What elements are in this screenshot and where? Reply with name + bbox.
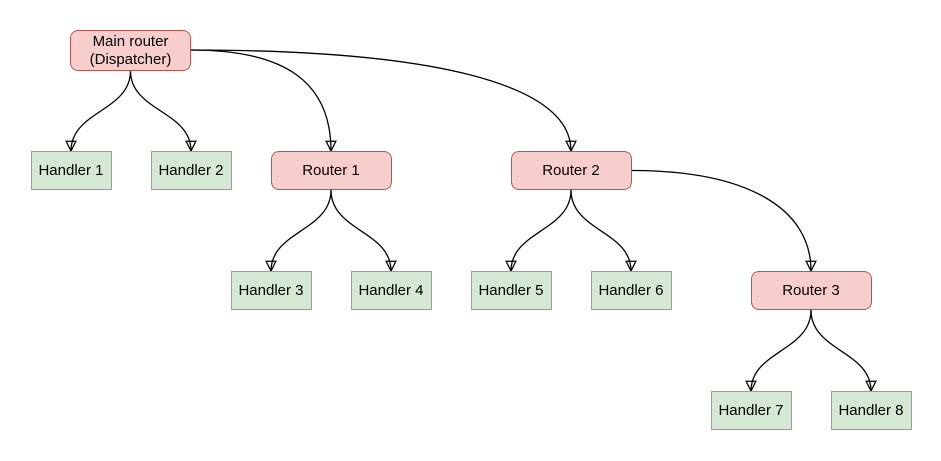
node-label: Router 3	[782, 281, 840, 299]
node-label-line: Main router	[92, 32, 169, 50]
node-handler-2: Handler 2	[150, 151, 232, 190]
node-handler-1: Handler 1	[30, 151, 112, 190]
node-main-router: Main router (Dispatcher)	[70, 30, 191, 71]
node-label: Handler 7	[718, 401, 784, 419]
edge-router-1-to-handler-3	[271, 189, 332, 271]
edge-main-router-to-handler-2	[129, 70, 192, 151]
node-handler-4: Handler 4	[350, 271, 432, 310]
node-handler-8: Handler 8	[830, 391, 912, 430]
edge-main-router-to-router-1	[190, 49, 331, 151]
node-label: Router 1	[302, 161, 360, 179]
node-label: Handler 5	[478, 281, 544, 299]
node-label: Handler 3	[238, 281, 304, 299]
node-label: Handler 2	[158, 161, 224, 179]
node-router-1: Router 1	[270, 151, 392, 190]
node-label: Handler 4	[358, 281, 424, 299]
node-router-2: Router 2	[510, 151, 632, 190]
edge-router-2-to-handler-6	[570, 189, 631, 271]
node-handler-6: Handler 6	[590, 271, 672, 310]
edge-main-router-to-handler-1	[71, 70, 132, 151]
edge-router-1-to-handler-4	[330, 189, 391, 271]
node-handler-5: Handler 5	[470, 271, 552, 310]
edge-router-2-to-handler-5	[511, 189, 572, 271]
edge-router-3-to-handler-7	[751, 309, 812, 391]
node-label: Router 2	[542, 161, 600, 179]
node-label-line: (Dispatcher)	[89, 50, 172, 68]
node-label: Handler 6	[598, 281, 664, 299]
edge-main-router-to-router-2	[190, 49, 571, 151]
node-router-3: Router 3	[750, 271, 872, 310]
node-label: Handler 8	[838, 401, 904, 419]
node-handler-7: Handler 7	[710, 391, 792, 430]
edge-router-2-to-router-3	[631, 169, 812, 272]
edge-router-3-to-handler-8	[810, 309, 871, 391]
node-handler-3: Handler 3	[230, 271, 312, 310]
node-label: Handler 1	[38, 161, 104, 179]
